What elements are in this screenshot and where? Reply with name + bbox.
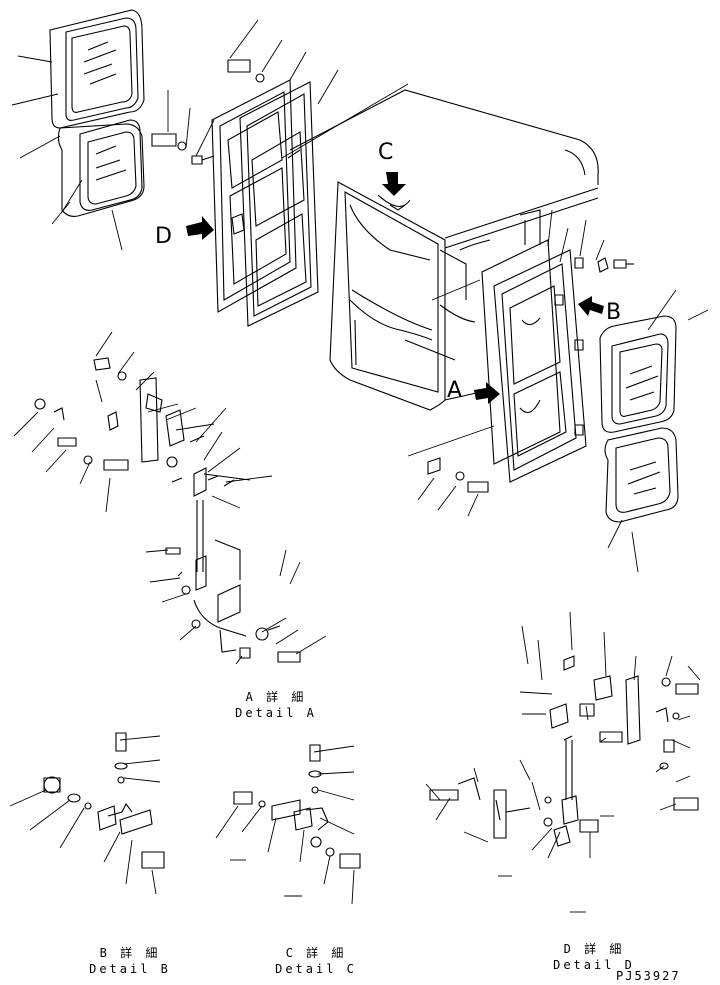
detail-b-parts [44,733,164,868]
arrow-view-a [474,382,500,404]
view-label-a: A [447,378,463,403]
detail-c-caption-jp: C 詳 細 [285,946,347,960]
detail-c-parts [234,745,360,868]
detail-a-caption-jp: A 詳 細 [245,690,307,704]
arrow-view-c [382,172,406,196]
right-door-assembly [428,240,634,492]
left-window-glass [50,10,144,216]
leader-lines [10,20,708,912]
detail-d-parts [430,656,698,846]
view-label-d: D [155,224,172,249]
view-arrows [186,172,604,404]
detail-c-caption-en: Detail C [275,962,357,976]
detail-d-caption-en: Detail D [553,958,635,972]
detail-d-caption-jp: D 詳 細 [563,942,625,956]
hardware-fasteners [152,60,264,150]
cab-body [288,90,598,410]
detail-a-parts [35,358,300,662]
arrow-view-b [578,296,604,316]
view-label-c: C [378,140,394,165]
detail-b-caption-jp: B 詳 細 [99,946,161,960]
right-window-glass [600,316,678,522]
detail-b-caption-en: Detail B [89,962,171,976]
drawing-number: PJ53927 [616,969,681,983]
detail-a-caption-en: Detail A [235,706,317,720]
view-label-b: B [606,300,622,325]
left-door-assembly [192,80,318,326]
arrow-view-d [186,216,214,240]
